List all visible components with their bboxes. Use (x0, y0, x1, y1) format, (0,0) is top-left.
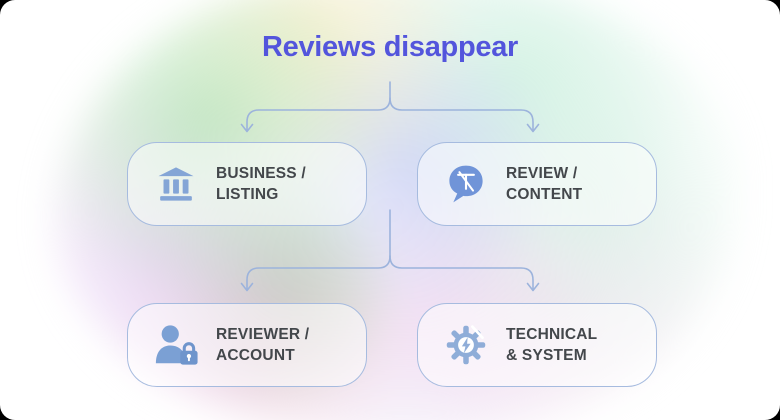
node-business-listing: BUSINESS / LISTING (127, 142, 367, 226)
node-label: BUSINESS / LISTING (216, 165, 306, 203)
node-label: TECHNICAL & SYSTEM (506, 326, 598, 364)
node-review-content: REVIEW / CONTENT (417, 142, 657, 226)
user-lock-icon (153, 322, 199, 368)
page-title: Reviews disappear (261, 31, 519, 63)
bank-icon (153, 161, 199, 207)
censored-text-bubble-icon (443, 161, 489, 207)
node-reviewer-account: REVIEWER / ACCOUNT (127, 303, 367, 387)
node-label: REVIEWER / ACCOUNT (216, 326, 310, 364)
node-technical-system: TECHNICAL & SYSTEM (417, 303, 657, 387)
broken-gear-bolt-icon (443, 322, 489, 368)
node-label: REVIEW / CONTENT (506, 165, 583, 203)
